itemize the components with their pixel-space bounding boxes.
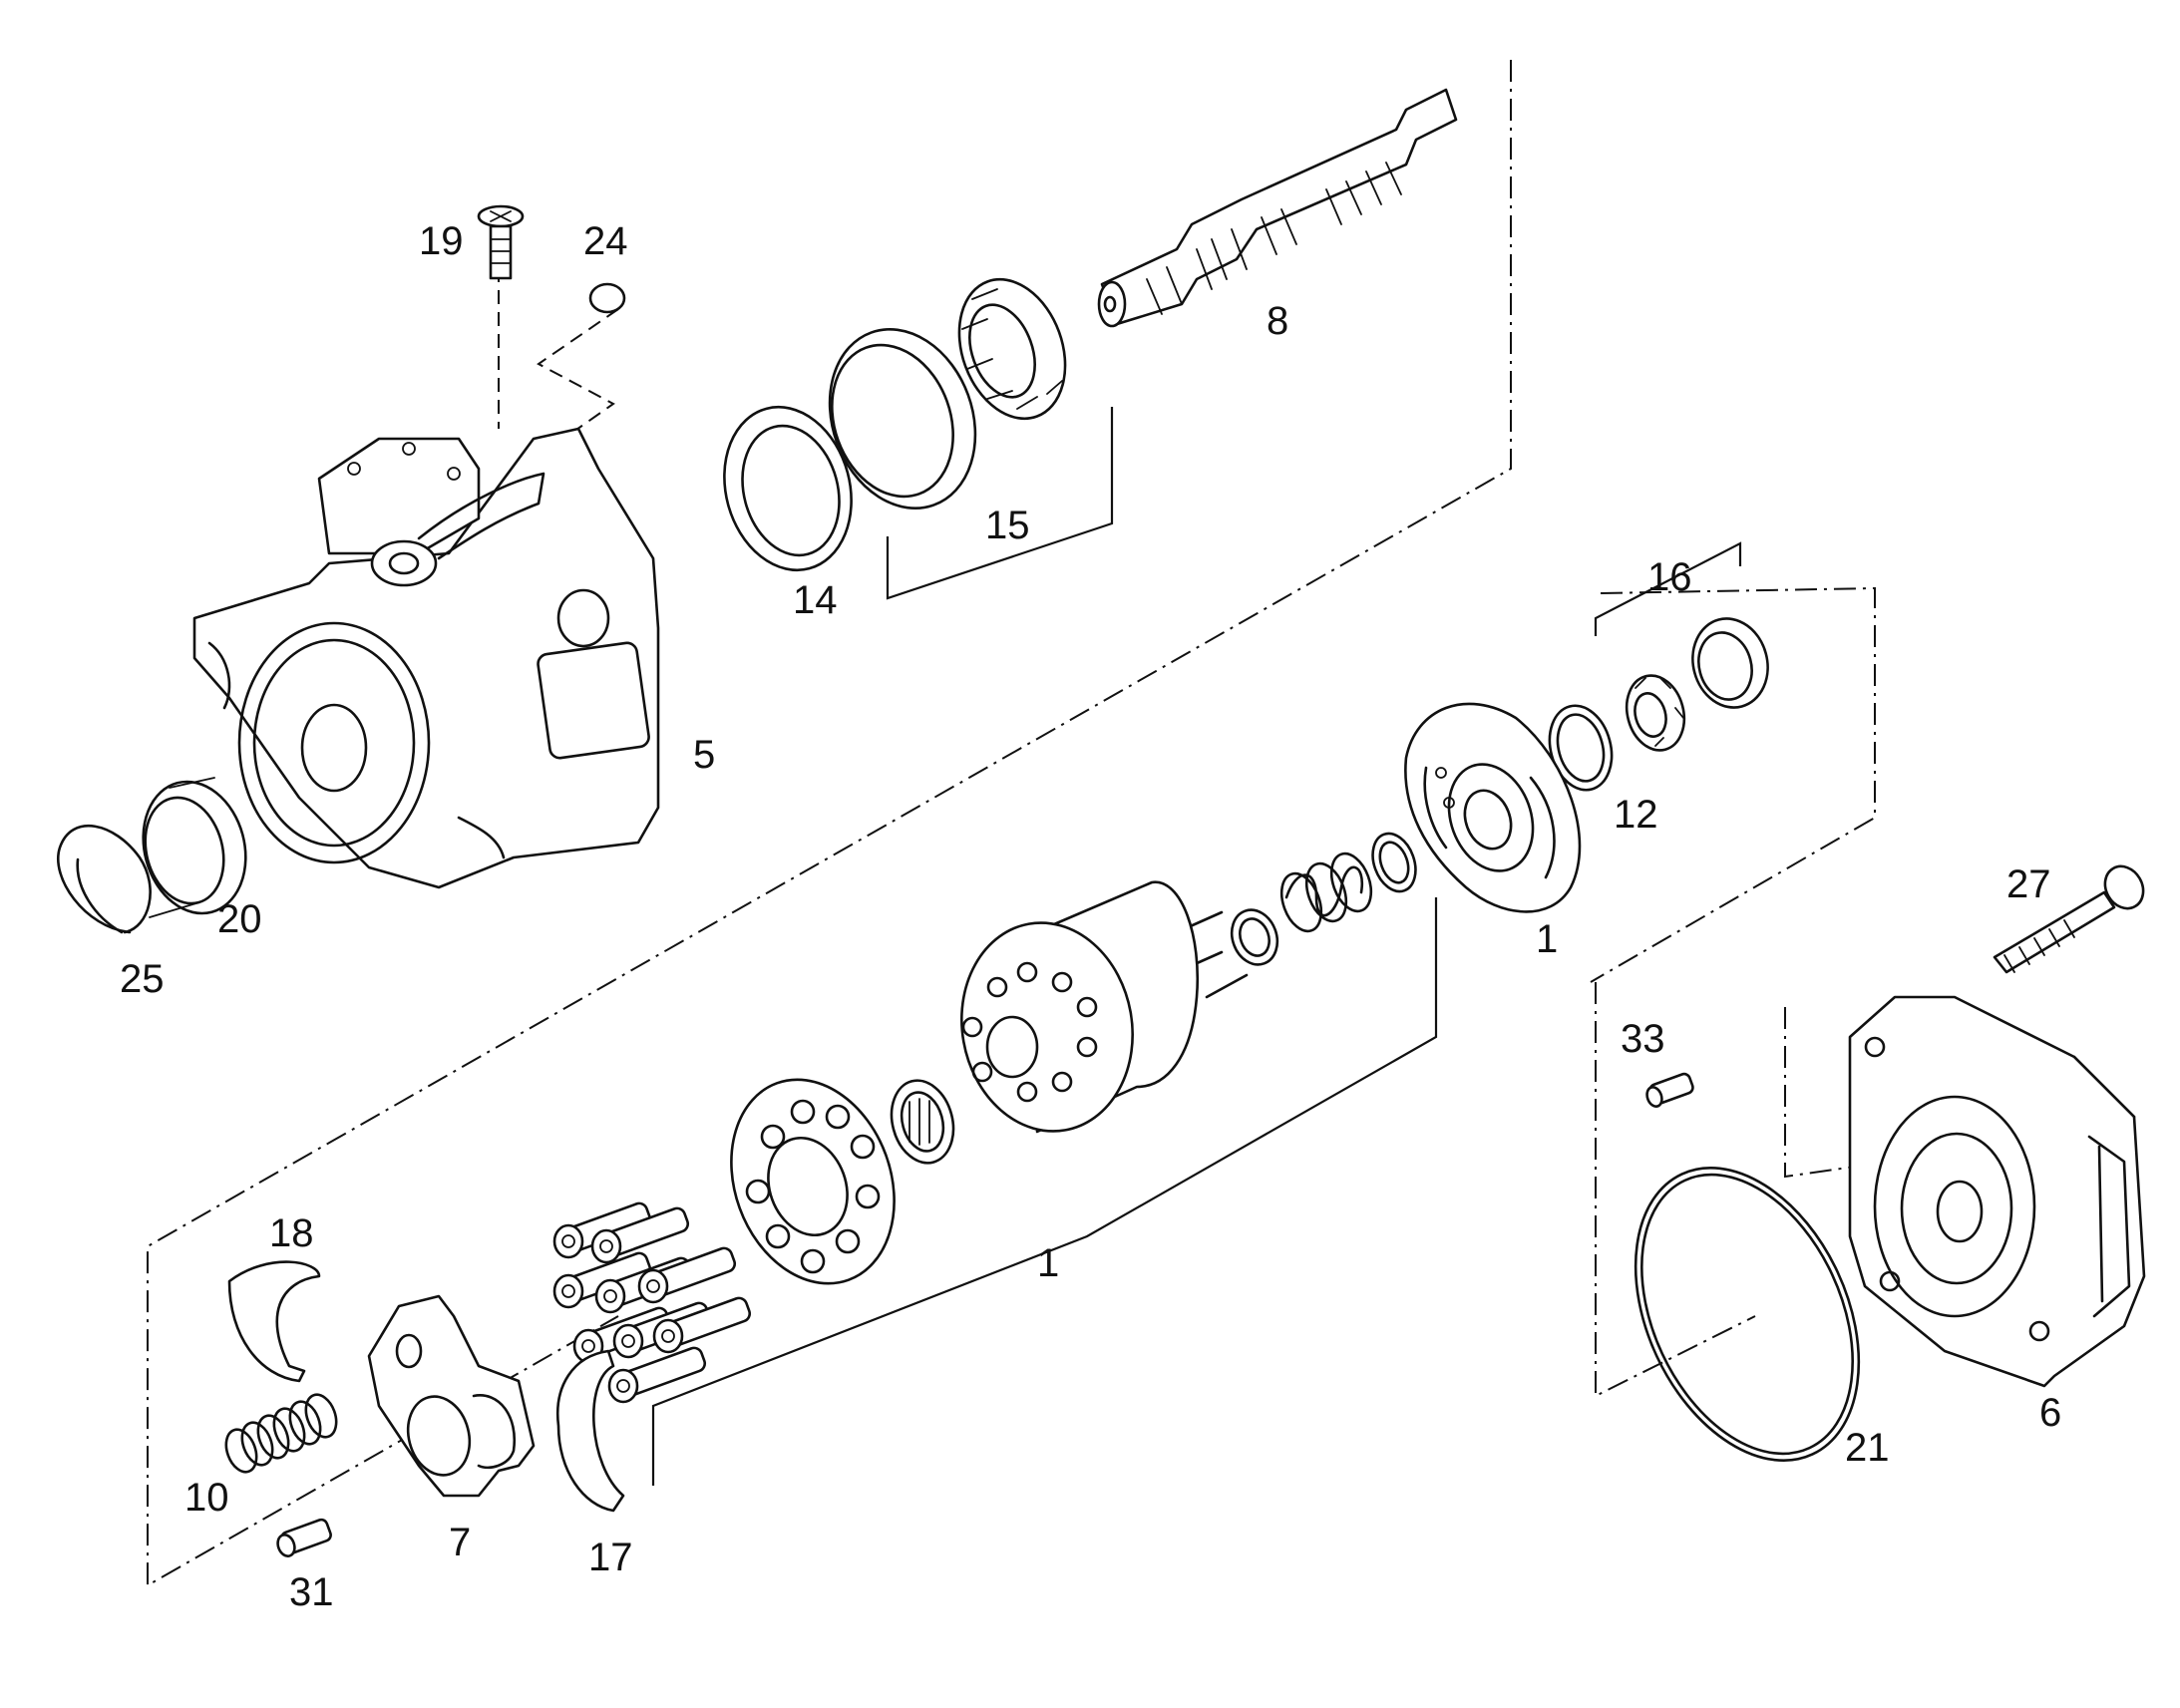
- callout-15: 15: [985, 504, 1030, 547]
- callout-6: 6: [2039, 1391, 2061, 1435]
- part-6-end-cover: [1848, 995, 2146, 1388]
- callout-27: 27: [2006, 862, 2051, 906]
- callout-17: 17: [588, 1536, 633, 1579]
- callout-20: 20: [217, 897, 262, 941]
- callout-33: 33: [1621, 1017, 1665, 1061]
- piston: [590, 1206, 690, 1264]
- part-33-dowel: [1645, 1072, 1694, 1108]
- part-15-bearing: [828, 277, 1067, 511]
- brackets: [651, 407, 1742, 1486]
- callout-8: 8: [1267, 299, 1288, 343]
- part-5-housing: [192, 427, 660, 889]
- piston: [607, 1346, 707, 1404]
- part-16-bearing: [1625, 617, 1769, 752]
- callout-5: 5: [693, 733, 715, 777]
- part-7-swashplate: [367, 1294, 536, 1498]
- callout-16: 16: [1647, 555, 1692, 599]
- piston: [637, 1246, 737, 1304]
- callout-7: 7: [449, 1521, 471, 1564]
- piston: [552, 1251, 652, 1309]
- callout-10: 10: [184, 1476, 229, 1520]
- part-31-dowel: [276, 1518, 332, 1557]
- callout-19: 19: [419, 219, 464, 263]
- callout-31: 31: [289, 1570, 334, 1614]
- callout-12: 12: [1614, 793, 1658, 837]
- callout-18: 18: [269, 1211, 314, 1255]
- part-10-spring: [224, 1393, 338, 1474]
- retainer-plate: [730, 1078, 896, 1285]
- part-24-clip: [588, 282, 626, 314]
- part-19-screw: [477, 204, 525, 280]
- part-17-half-shell: [555, 1349, 625, 1513]
- callout-25: 25: [120, 957, 165, 1001]
- callout-1-bottom: 1: [1037, 1241, 1059, 1285]
- spring-retainer-assembly: [1175, 832, 1417, 999]
- callout-labels: 19 24 8 15 14 16 5 12 20 25 1 27 33 18 1…: [120, 219, 2061, 1614]
- callout-21: 21: [1845, 1426, 1890, 1470]
- needle-bearing: [890, 1079, 955, 1165]
- part-27-bolt: [1993, 864, 2145, 974]
- part-18-half-shell: [227, 1260, 321, 1383]
- part-20-ring: [142, 777, 247, 918]
- part-12-shim: [1548, 704, 1614, 792]
- piston: [652, 1296, 752, 1354]
- callout-14: 14: [793, 578, 838, 622]
- part-25-circlip: [57, 824, 152, 934]
- callout-24: 24: [583, 219, 628, 263]
- callout-1-top: 1: [1536, 917, 1558, 961]
- part-1-valve-plate: [1404, 702, 1582, 913]
- pistons: [552, 1201, 752, 1404]
- part-8-shaft: [1097, 88, 1458, 328]
- part-21-o-ring: [1634, 1167, 1861, 1462]
- part-14-seal: [723, 405, 853, 572]
- part-1-cylinder-block: [960, 880, 1200, 1134]
